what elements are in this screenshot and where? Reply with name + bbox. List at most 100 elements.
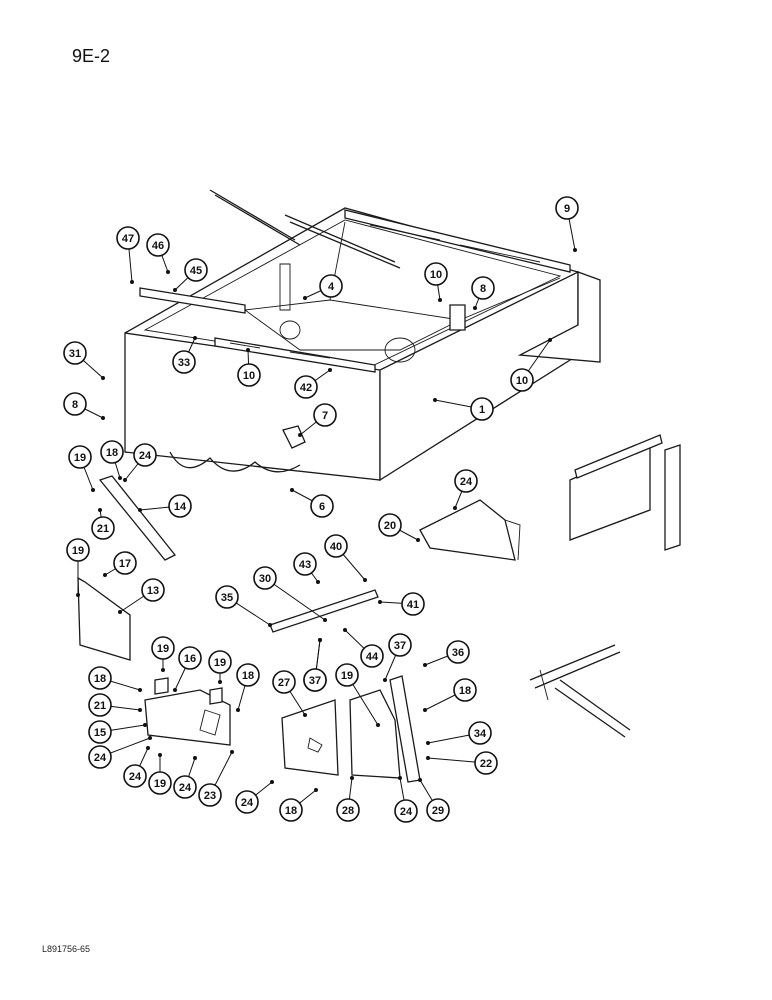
callout-target-dot	[423, 708, 427, 712]
callout-target-dot	[246, 348, 250, 352]
callout-label: 10	[516, 375, 528, 387]
callout-circle	[184, 258, 208, 282]
callout-circle	[123, 764, 147, 788]
callout-circle	[68, 445, 92, 469]
callout-circle	[236, 663, 260, 687]
callout-19: 19	[335, 663, 380, 727]
callout-label: 24	[241, 797, 254, 809]
callout-label: 29	[432, 805, 444, 817]
callout-label: 28	[342, 805, 354, 817]
callout-label: 8	[480, 283, 486, 295]
callout-target-dot	[173, 688, 177, 692]
callout-target-dot	[146, 746, 150, 750]
callout-target-dot	[76, 593, 80, 597]
callout-label: 19	[341, 670, 353, 682]
callout-circle	[424, 262, 448, 286]
callout-target-dot	[103, 573, 107, 577]
callout-circle	[279, 798, 303, 822]
callout-circle	[471, 276, 495, 300]
panel-13	[77, 576, 131, 661]
callout-label: 19	[214, 657, 226, 669]
callout-30: 30	[253, 566, 327, 622]
callout-7: 7	[298, 403, 337, 437]
callout-10: 10	[237, 348, 261, 387]
callout-35: 35	[215, 585, 272, 627]
callout-10: 10	[424, 262, 448, 302]
callout-label: 36	[452, 647, 464, 659]
callout-47: 47	[116, 226, 140, 284]
callout-label: 46	[152, 240, 164, 252]
callout-target-dot	[290, 488, 294, 492]
callout-36: 36	[423, 640, 470, 667]
callout-22: 22	[426, 751, 498, 775]
callout-label: 18	[285, 805, 297, 817]
callout-18: 18	[88, 666, 142, 692]
callout-label: 9	[564, 203, 570, 215]
callout-label: 4	[328, 281, 335, 293]
callout-target-dot	[98, 508, 102, 512]
callout-target-dot	[418, 778, 422, 782]
callout-18: 18	[236, 663, 260, 712]
callout-circle	[294, 375, 318, 399]
bracket-assembly-15	[144, 677, 231, 746]
panels-28-29	[349, 675, 421, 783]
callout-6: 6	[290, 488, 334, 518]
callout-label: 16	[184, 653, 196, 665]
callout-circle	[91, 516, 115, 540]
callout-target-dot	[230, 750, 234, 754]
callout-label: 13	[147, 585, 159, 597]
callout-circle	[401, 592, 425, 616]
callout-19: 19	[208, 650, 232, 684]
callout-circle	[88, 720, 112, 744]
callout-circle	[310, 494, 334, 518]
callout-17: 17	[103, 551, 137, 577]
callout-8: 8	[63, 392, 105, 420]
callout-label: 33	[178, 357, 190, 369]
callout-label: 21	[94, 700, 106, 712]
callout-circle	[510, 368, 534, 392]
callout-label: 24	[460, 476, 473, 488]
callout-circle	[454, 469, 478, 493]
callout-leader	[264, 577, 326, 621]
callout-label: 18	[459, 685, 471, 697]
callout-circle	[335, 663, 359, 687]
callout-16: 16	[173, 646, 202, 692]
callout-target-dot	[270, 780, 274, 784]
callout-37: 37	[383, 633, 412, 682]
callout-label: 37	[394, 640, 406, 652]
callout-8: 8	[471, 276, 495, 310]
callout-label: 15	[94, 727, 106, 739]
callout-target-dot	[328, 368, 332, 372]
callout-circle	[178, 646, 202, 670]
callout-target-dot	[433, 398, 437, 402]
callout-label: 47	[122, 233, 134, 245]
callout-24: 24	[235, 780, 274, 814]
callout-label: 19	[157, 643, 169, 655]
callout-target-dot	[426, 741, 430, 745]
callout-27: 27	[272, 670, 307, 717]
callout-target-dot	[218, 680, 222, 684]
callout-label: 45	[190, 265, 202, 277]
side-panel-assembly	[569, 434, 681, 551]
callout-circle	[336, 798, 360, 822]
callout-label: 17	[119, 558, 131, 570]
callout-circle	[148, 771, 172, 795]
callout-19: 19	[66, 538, 90, 597]
callout-label: 19	[72, 545, 84, 557]
callout-circle	[303, 668, 327, 692]
callout-target-dot	[130, 280, 134, 284]
callout-circle	[360, 644, 384, 668]
callout-target-dot	[350, 776, 354, 780]
callout-target-dot	[323, 618, 327, 622]
callout-label: 43	[299, 559, 311, 571]
callout-41: 41	[378, 592, 425, 616]
callout-45: 45	[173, 258, 208, 292]
callout-24: 24	[88, 736, 152, 769]
callout-target-dot	[423, 663, 427, 667]
callout-circle	[66, 538, 90, 562]
callout-circle	[293, 552, 317, 576]
callout-circle	[272, 670, 296, 694]
callout-circle	[426, 798, 450, 822]
